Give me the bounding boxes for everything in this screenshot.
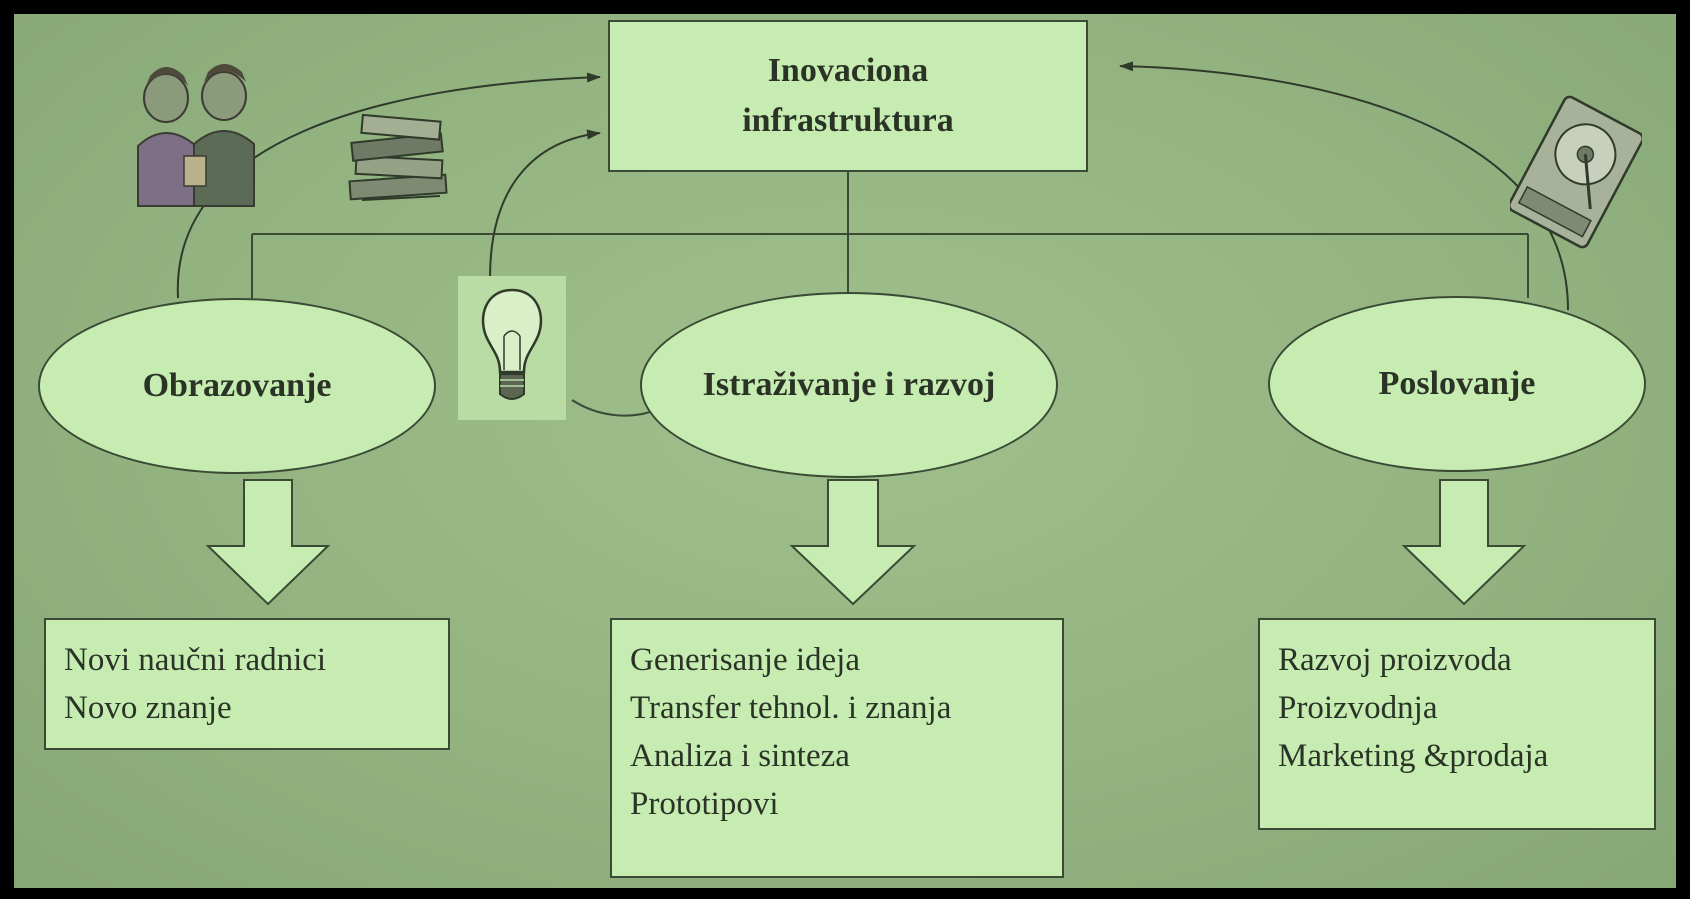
- connector-lightbulb-to-istrazivanje: [571, 399, 651, 417]
- arrow-poslovanje-to-top: [1119, 61, 1569, 311]
- list-item: Prototipovi: [630, 786, 779, 822]
- top-box-line2: infrastruktura: [742, 102, 954, 139]
- list-item: Generisanje ideja: [630, 642, 860, 678]
- list-item: Novi naučni radnici: [64, 642, 327, 678]
- ellipse-label: Obrazovanje: [142, 367, 332, 404]
- arrow-obrazovanje-to-top: [176, 72, 601, 299]
- ellipse-istrazivanje-i-razvoj: Istraživanje i razvoj: [640, 292, 1058, 478]
- disk-drive-icon: [1510, 95, 1642, 249]
- list-item: Marketing &prodaja: [1278, 738, 1549, 774]
- results-box-obrazovanje: Novi naučni radnici Novo znanje: [44, 618, 450, 750]
- books-icon: [348, 113, 448, 201]
- top-box-line1: Inovaciona: [767, 52, 929, 89]
- list-item: Novo znanje: [64, 690, 232, 726]
- innovation-infrastructure-box: Inovaciona infrastruktura: [608, 20, 1088, 172]
- ellipse-poslovanje: Poslovanje: [1268, 296, 1646, 472]
- results-box-poslovanje: Razvoj proizvoda Proizvodnja Marketing &…: [1258, 618, 1656, 830]
- arrow-lightbulb-to-top: [489, 129, 601, 279]
- down-arrow-obrazovanje: [205, 479, 331, 606]
- ellipse-label: Poslovanje: [1378, 365, 1536, 402]
- results-box-istrazivanje: Generisanje ideja Transfer tehnol. i zna…: [610, 618, 1064, 878]
- down-arrow-istrazivanje: [789, 479, 917, 606]
- list-item: Razvoj proizvoda: [1278, 642, 1512, 678]
- ellipse-obrazovanje: Obrazovanje: [38, 298, 436, 474]
- lightbulb-icon: [458, 276, 566, 420]
- people-icon: [137, 64, 255, 207]
- ellipse-label: Istraživanje i razvoj: [702, 366, 996, 403]
- down-arrow-poslovanje: [1401, 479, 1527, 606]
- list-item: Analiza i sinteza: [630, 738, 850, 774]
- list-item: Proizvodnja: [1278, 690, 1438, 726]
- list-item: Transfer tehnol. i znanja: [630, 690, 952, 726]
